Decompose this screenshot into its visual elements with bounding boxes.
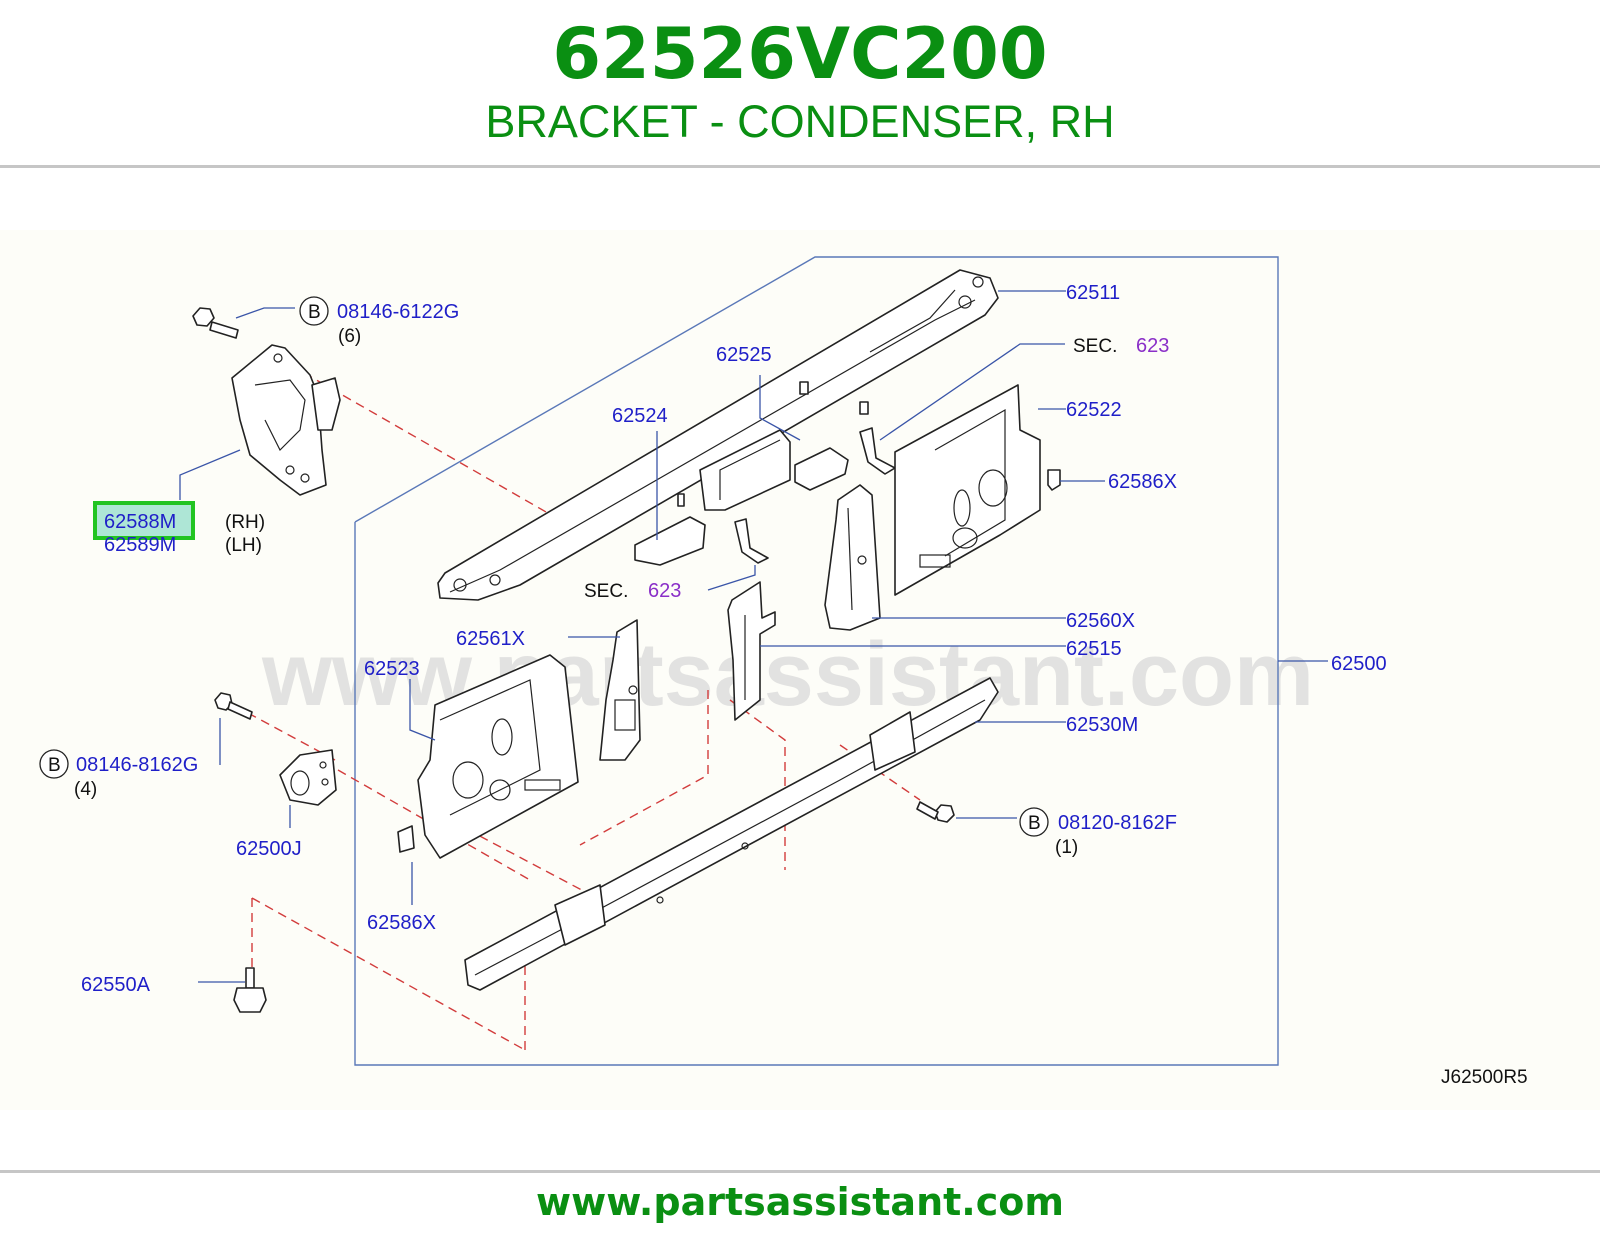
label-bolt2-code[interactable]: 08146-8162G: [76, 754, 198, 776]
label-bolt3-code[interactable]: 08120-8162F: [1058, 812, 1177, 834]
label-bolt1-qty: (6): [338, 326, 361, 347]
side-panel-62522: [894, 384, 1041, 596]
part-number-title: 62526VC200: [552, 13, 1048, 95]
bolt-08146-8162g: [214, 692, 253, 720]
bracket-62525: [699, 429, 849, 511]
label-bolt1-code[interactable]: 08146-6122G: [337, 301, 459, 323]
label-62524[interactable]: 62524: [612, 405, 668, 427]
reinforcement-62560x: [824, 484, 881, 631]
label-62589m[interactable]: 62589M: [104, 534, 176, 556]
label-sec2-ref[interactable]: 623: [648, 580, 681, 602]
label-62525[interactable]: 62525: [716, 344, 772, 366]
label-sec1: SEC.: [1073, 336, 1117, 357]
label-62522[interactable]: 62522: [1066, 399, 1122, 421]
footer-url[interactable]: www.partsassistant.com: [536, 1180, 1064, 1224]
label-62588m-highlighted[interactable]: 62588M: [104, 511, 176, 533]
clip-sec623-upper: [859, 427, 896, 475]
bolt-62550a: [233, 967, 267, 1013]
bolt1-b-circle: [299, 296, 329, 326]
label-62515[interactable]: 62515: [1066, 638, 1122, 660]
label-62523[interactable]: 62523: [364, 658, 420, 680]
side-panel-62523: [417, 654, 579, 859]
condenser-bracket-62588m: [231, 344, 341, 496]
label-62530m[interactable]: 62530M: [1066, 714, 1138, 736]
header-divider: [0, 165, 1600, 168]
bolt1-letter: B: [308, 302, 321, 323]
leader-lines: [179, 290, 1328, 983]
label-62550a[interactable]: 62550A: [81, 974, 151, 996]
bolt3-b-circle: [1019, 807, 1049, 837]
label-sec2: SEC.: [584, 581, 628, 602]
label-62511[interactable]: 62511: [1066, 282, 1120, 304]
diagram-code: J62500R5: [1441, 1067, 1528, 1088]
label-62560x[interactable]: 62560X: [1066, 610, 1135, 632]
highlight-box-62588m: [93, 501, 195, 540]
lower-cross-member-62530m: [464, 677, 999, 991]
clip-sec623-lower: [734, 518, 769, 564]
clip-62586x-left: [397, 825, 415, 853]
bracket-62524: [634, 493, 706, 566]
footer-divider: [0, 1170, 1600, 1173]
bolt-08120-8162f: [916, 801, 955, 823]
part-name-subtitle: BRACKET - CONDENSER, RH: [485, 96, 1115, 147]
label-62561x[interactable]: 62561X: [456, 628, 525, 650]
header: 62526VC200 BRACKET - CONDENSER, RH: [0, 0, 1600, 170]
bolt2-letter: B: [48, 755, 61, 776]
upper-cross-member-62511: [437, 269, 999, 601]
label-sec1-ref[interactable]: 623: [1136, 335, 1169, 357]
label-62586x-left[interactable]: 62586X: [367, 912, 436, 934]
bolt-08146-6122g: [192, 307, 239, 339]
bracket-62500j: [279, 749, 337, 806]
label-bolt3-qty: (1): [1055, 837, 1078, 858]
bolt2-b-circle: [39, 749, 69, 779]
bolt3-letter: B: [1028, 813, 1041, 834]
stay-62515: [727, 581, 776, 721]
label-lh: (LH): [225, 535, 262, 556]
label-62500j[interactable]: 62500J: [236, 838, 302, 860]
stay-62561x: [599, 619, 641, 761]
label-rh: (RH): [225, 512, 265, 533]
label-bolt2-qty: (4): [74, 779, 97, 800]
label-62586x-right[interactable]: 62586X: [1108, 471, 1177, 493]
label-62500[interactable]: 62500: [1331, 653, 1387, 675]
clip-62586x-right: [1047, 469, 1061, 491]
